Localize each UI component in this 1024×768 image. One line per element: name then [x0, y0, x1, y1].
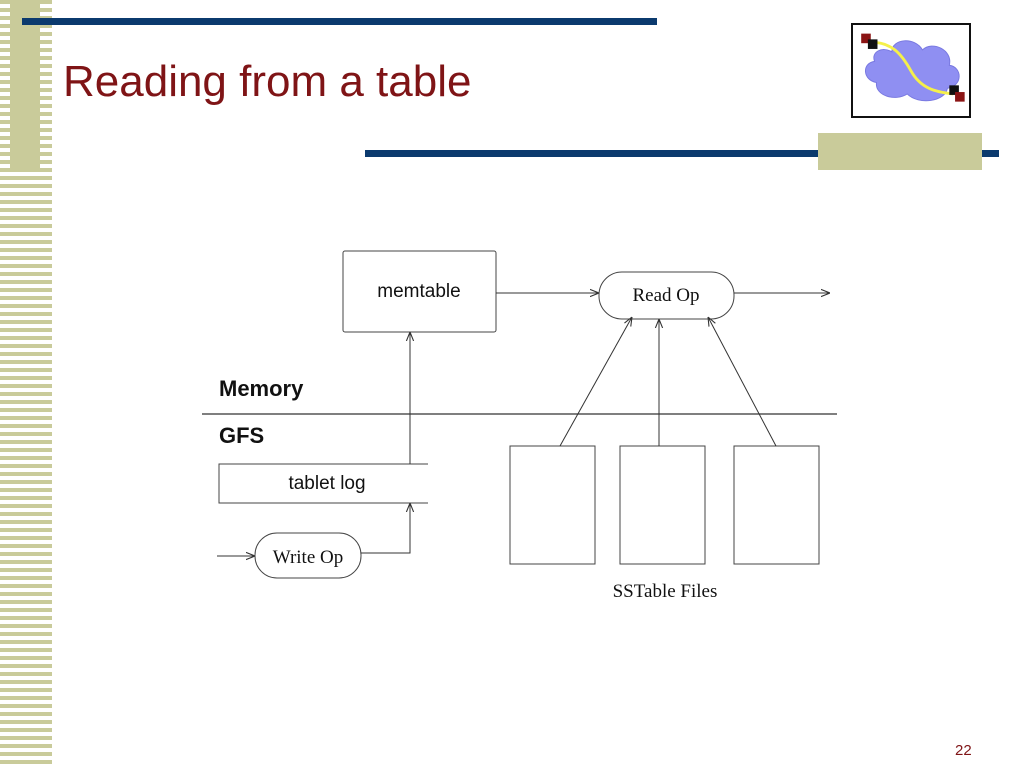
- top-accent-bar: [22, 18, 657, 25]
- memory-label: Memory: [219, 376, 304, 401]
- sstable-to-readop-arrow: [708, 317, 777, 447]
- network-cloud-icon: [861, 33, 965, 102]
- memtable-label: memtable: [377, 281, 460, 302]
- tablet-log-label: tablet log: [288, 473, 365, 494]
- sstable-files-label: SSTable Files: [613, 581, 718, 602]
- accent-block: [818, 133, 982, 170]
- memtable-box: [342, 250, 497, 333]
- mid-accent-bar: [365, 150, 999, 157]
- sstable-file: [733, 445, 820, 565]
- sstable-file: [619, 445, 706, 565]
- left-solid-band: [10, 0, 40, 168]
- logo: [851, 23, 971, 118]
- write-op-label: Write Op: [273, 547, 343, 568]
- write-op-to-log-arrow: [361, 503, 410, 554]
- page-number: 22: [955, 742, 972, 759]
- slide-title: Reading from a table: [63, 57, 472, 106]
- bigtable-read-diagram: memtable Read Op Memory GFS tablet log W…: [202, 250, 837, 602]
- tablet-log-box: [218, 463, 428, 504]
- gfs-label: GFS: [219, 423, 264, 448]
- read-op-node: [598, 271, 735, 320]
- sstable-to-readop-arrow: [559, 317, 632, 447]
- sstable-file: [509, 445, 596, 565]
- read-op-label: Read Op: [632, 285, 699, 306]
- write-op-node: [254, 532, 362, 579]
